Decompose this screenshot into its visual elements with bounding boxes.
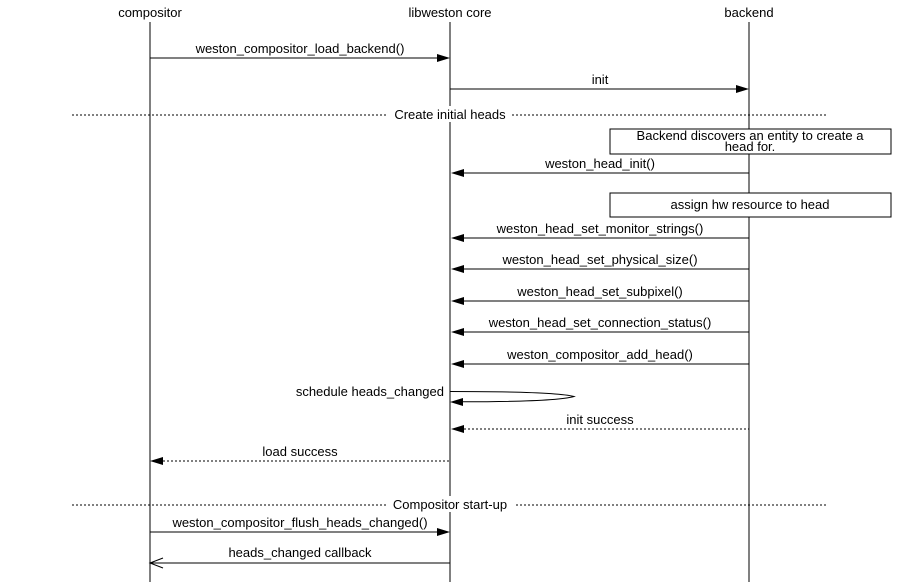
message-label: weston_head_set_physical_size() xyxy=(501,252,697,267)
divider-compositor-start-up: Compositor start-up xyxy=(72,496,828,512)
divider-create-initial-heads: Create initial heads xyxy=(72,106,828,122)
note-text-line1: assign hw resource to head xyxy=(671,197,830,212)
arrowhead-left xyxy=(451,265,464,273)
message-label: weston_compositor_add_head() xyxy=(506,347,693,362)
message-label: weston_head_set_subpixel() xyxy=(516,284,683,299)
message-set-monitor-strings: weston_head_set_monitor_strings() xyxy=(451,221,749,242)
note-assign-hw-resource: assign hw resource to head xyxy=(609,192,892,218)
message-set-physical-size: weston_head_set_physical_size() xyxy=(451,252,749,273)
actor-label-compositor: compositor xyxy=(118,5,182,20)
message-label: weston_head_init() xyxy=(544,156,655,171)
note-box xyxy=(609,192,892,218)
arrowhead-left xyxy=(451,425,464,433)
message-init-success: init success xyxy=(451,412,749,433)
divider-label-bg xyxy=(388,106,512,122)
arrowhead-left xyxy=(150,457,163,465)
message-set-connection-status: weston_head_set_connection_status() xyxy=(451,315,749,336)
arrowhead-right xyxy=(437,54,450,62)
arrowhead-left xyxy=(451,297,464,305)
message-head-init: weston_head_init() xyxy=(451,156,749,177)
message-label: load success xyxy=(262,444,338,459)
message-flush-heads-changed: weston_compositor_flush_heads_changed() xyxy=(150,515,450,536)
note-text-line1: Backend discovers an entity to create a xyxy=(637,128,865,143)
arrowhead-left xyxy=(451,234,464,242)
message-label: weston_head_set_connection_status() xyxy=(488,315,712,330)
arrowhead-right xyxy=(736,85,749,93)
divider-label: Create initial heads xyxy=(394,107,506,122)
message-heads-changed-callback: heads_changed callback xyxy=(148,545,450,569)
message-label: init success xyxy=(566,412,634,427)
message-label: weston_compositor_flush_heads_changed() xyxy=(171,515,427,530)
message-init: init xyxy=(450,72,749,93)
divider-label: Compositor start-up xyxy=(393,497,507,512)
note-text-line2: head for. xyxy=(725,139,776,154)
arrowhead-right xyxy=(437,528,450,536)
arrowhead-open-left xyxy=(148,557,164,569)
actor-label-backend: backend xyxy=(724,5,773,20)
arrowhead-left xyxy=(450,398,463,406)
actor-label-libweston-core: libweston core xyxy=(408,5,491,20)
arrowhead-left xyxy=(451,360,464,368)
message-load-backend: weston_compositor_load_backend() xyxy=(150,41,450,62)
message-label: weston_compositor_load_backend() xyxy=(195,41,405,56)
note-box xyxy=(609,128,892,155)
message-label: heads_changed callback xyxy=(228,545,372,560)
message-label: schedule heads_changed xyxy=(296,384,444,399)
self-loop-line xyxy=(449,391,576,403)
message-load-success: load success xyxy=(150,444,450,465)
message-set-subpixel: weston_head_set_subpixel() xyxy=(451,284,749,305)
arrowhead-left xyxy=(451,169,464,177)
divider-label-bg xyxy=(386,496,514,512)
message-schedule-heads-changed: schedule heads_changed xyxy=(296,384,576,406)
arrowhead-left xyxy=(451,328,464,336)
note-backend-discovers-entity: Backend discovers an entity to create a … xyxy=(609,128,892,155)
message-label: init xyxy=(592,72,609,87)
message-add-head: weston_compositor_add_head() xyxy=(451,347,749,368)
message-label: weston_head_set_monitor_strings() xyxy=(496,221,704,236)
